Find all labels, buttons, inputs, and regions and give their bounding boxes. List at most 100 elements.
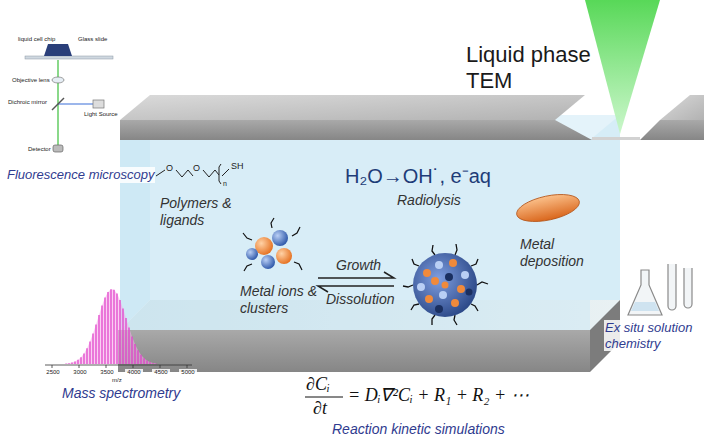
atom bbox=[439, 291, 447, 299]
atom bbox=[425, 295, 433, 303]
bond bbox=[176, 170, 193, 177]
metal-deposit bbox=[514, 190, 582, 227]
test-tube bbox=[668, 264, 676, 310]
bottom-chip bbox=[118, 330, 590, 372]
liquid-side bbox=[590, 115, 620, 330]
spectrum-envelope bbox=[66, 289, 156, 364]
part-label: Glass slide bbox=[78, 36, 107, 43]
metal-ion bbox=[246, 248, 258, 260]
ligand bbox=[411, 304, 419, 310]
atom bbox=[417, 283, 425, 291]
part-label: liquid cell chip bbox=[18, 36, 55, 43]
light-source bbox=[93, 100, 104, 108]
part-label: Detector bbox=[28, 146, 51, 153]
tick-label: 3000 bbox=[71, 369, 89, 376]
tick-label: 4000 bbox=[125, 369, 143, 376]
part-label: Objective lens bbox=[12, 77, 50, 84]
atom bbox=[442, 282, 449, 289]
dichroic-mirror bbox=[52, 98, 64, 110]
subscript-label: n bbox=[223, 180, 227, 188]
glassware bbox=[628, 264, 692, 315]
bond bbox=[156, 170, 165, 176]
ligand bbox=[292, 227, 300, 236]
surface-atoms bbox=[417, 259, 473, 313]
process-label: Radiolysis bbox=[397, 192, 461, 209]
ligand bbox=[455, 244, 457, 255]
metal-ion bbox=[272, 230, 288, 246]
tick-label: 2500 bbox=[44, 369, 62, 376]
atom bbox=[449, 259, 457, 267]
ligand bbox=[432, 315, 435, 325]
flask-liquid bbox=[631, 302, 659, 311]
polymer-structure bbox=[156, 164, 229, 184]
component-label: Polymers & ligands bbox=[160, 195, 235, 229]
emission-path bbox=[57, 60, 58, 145]
bond bbox=[203, 170, 219, 177]
process-label: Metal deposition bbox=[520, 236, 600, 270]
equation-part: = Dᵢ∇²Cᵢ + R₁ + R₂ + ⋯ bbox=[348, 385, 529, 407]
heading-label: Liquid phase TEM bbox=[466, 42, 601, 95]
process-label: Dissolution bbox=[326, 291, 394, 308]
glass-slide bbox=[25, 56, 113, 59]
atom bbox=[461, 271, 469, 279]
ligand bbox=[477, 282, 488, 285]
liquid-front bbox=[120, 140, 590, 330]
ligand bbox=[454, 315, 457, 325]
method-label: Fluorescence microscopy bbox=[6, 167, 155, 183]
atom bbox=[423, 269, 431, 277]
component-label: Metal ions & clusters bbox=[240, 283, 320, 317]
objective-lens bbox=[52, 77, 64, 83]
atom bbox=[457, 285, 465, 293]
top-chip bbox=[660, 95, 704, 120]
equilibrium-arrows bbox=[318, 272, 394, 292]
fraction-bar bbox=[305, 397, 343, 398]
equation-part: ∂Cᵢ bbox=[306, 374, 330, 396]
ligand bbox=[412, 259, 419, 266]
nanoparticle bbox=[403, 244, 488, 325]
ligand bbox=[294, 262, 302, 270]
atom bbox=[435, 305, 443, 313]
x-axis bbox=[45, 365, 192, 366]
ligand bbox=[271, 218, 274, 228]
ligand bbox=[243, 233, 252, 240]
metal-ion bbox=[276, 248, 292, 264]
atom-label: O bbox=[166, 163, 173, 174]
electron-beam bbox=[585, 0, 660, 134]
ligand bbox=[471, 304, 478, 311]
atom-label: O bbox=[193, 163, 200, 174]
tick-label: 4500 bbox=[152, 369, 170, 376]
bracket bbox=[219, 164, 221, 184]
bond bbox=[222, 169, 229, 176]
atom bbox=[466, 289, 473, 296]
tick-label: 3500 bbox=[98, 369, 116, 376]
ligand bbox=[471, 259, 478, 266]
atom bbox=[435, 261, 443, 269]
top-chip bbox=[120, 120, 592, 140]
membrane bbox=[592, 137, 640, 140]
metal-ion bbox=[261, 255, 275, 269]
method-label: Reaction kinetic simulations bbox=[332, 421, 505, 438]
liquid-cell-chip bbox=[44, 44, 72, 56]
test-tube bbox=[684, 268, 692, 308]
particle-core bbox=[413, 253, 477, 317]
ligand bbox=[403, 285, 413, 287]
atom bbox=[445, 273, 453, 281]
flask bbox=[628, 270, 662, 315]
ligand bbox=[432, 245, 435, 255]
method-label: Mass spectrometry bbox=[62, 385, 180, 402]
spectrum-peaks bbox=[66, 289, 156, 364]
axis-ticks bbox=[52, 365, 187, 368]
atom bbox=[431, 277, 439, 285]
mass-spectrum bbox=[45, 289, 192, 368]
detector bbox=[53, 145, 63, 152]
part-label: Dichroic mirror bbox=[8, 99, 47, 106]
atom bbox=[451, 299, 459, 307]
top-chip bbox=[120, 95, 585, 120]
equation-part: ∂t bbox=[313, 398, 327, 420]
method-label: Ex situ solution chemistry bbox=[604, 320, 700, 351]
ligand bbox=[244, 264, 252, 271]
group-label: SH bbox=[231, 161, 244, 172]
tick-label: 5000 bbox=[179, 369, 197, 376]
part-label: Light Source bbox=[84, 111, 118, 118]
